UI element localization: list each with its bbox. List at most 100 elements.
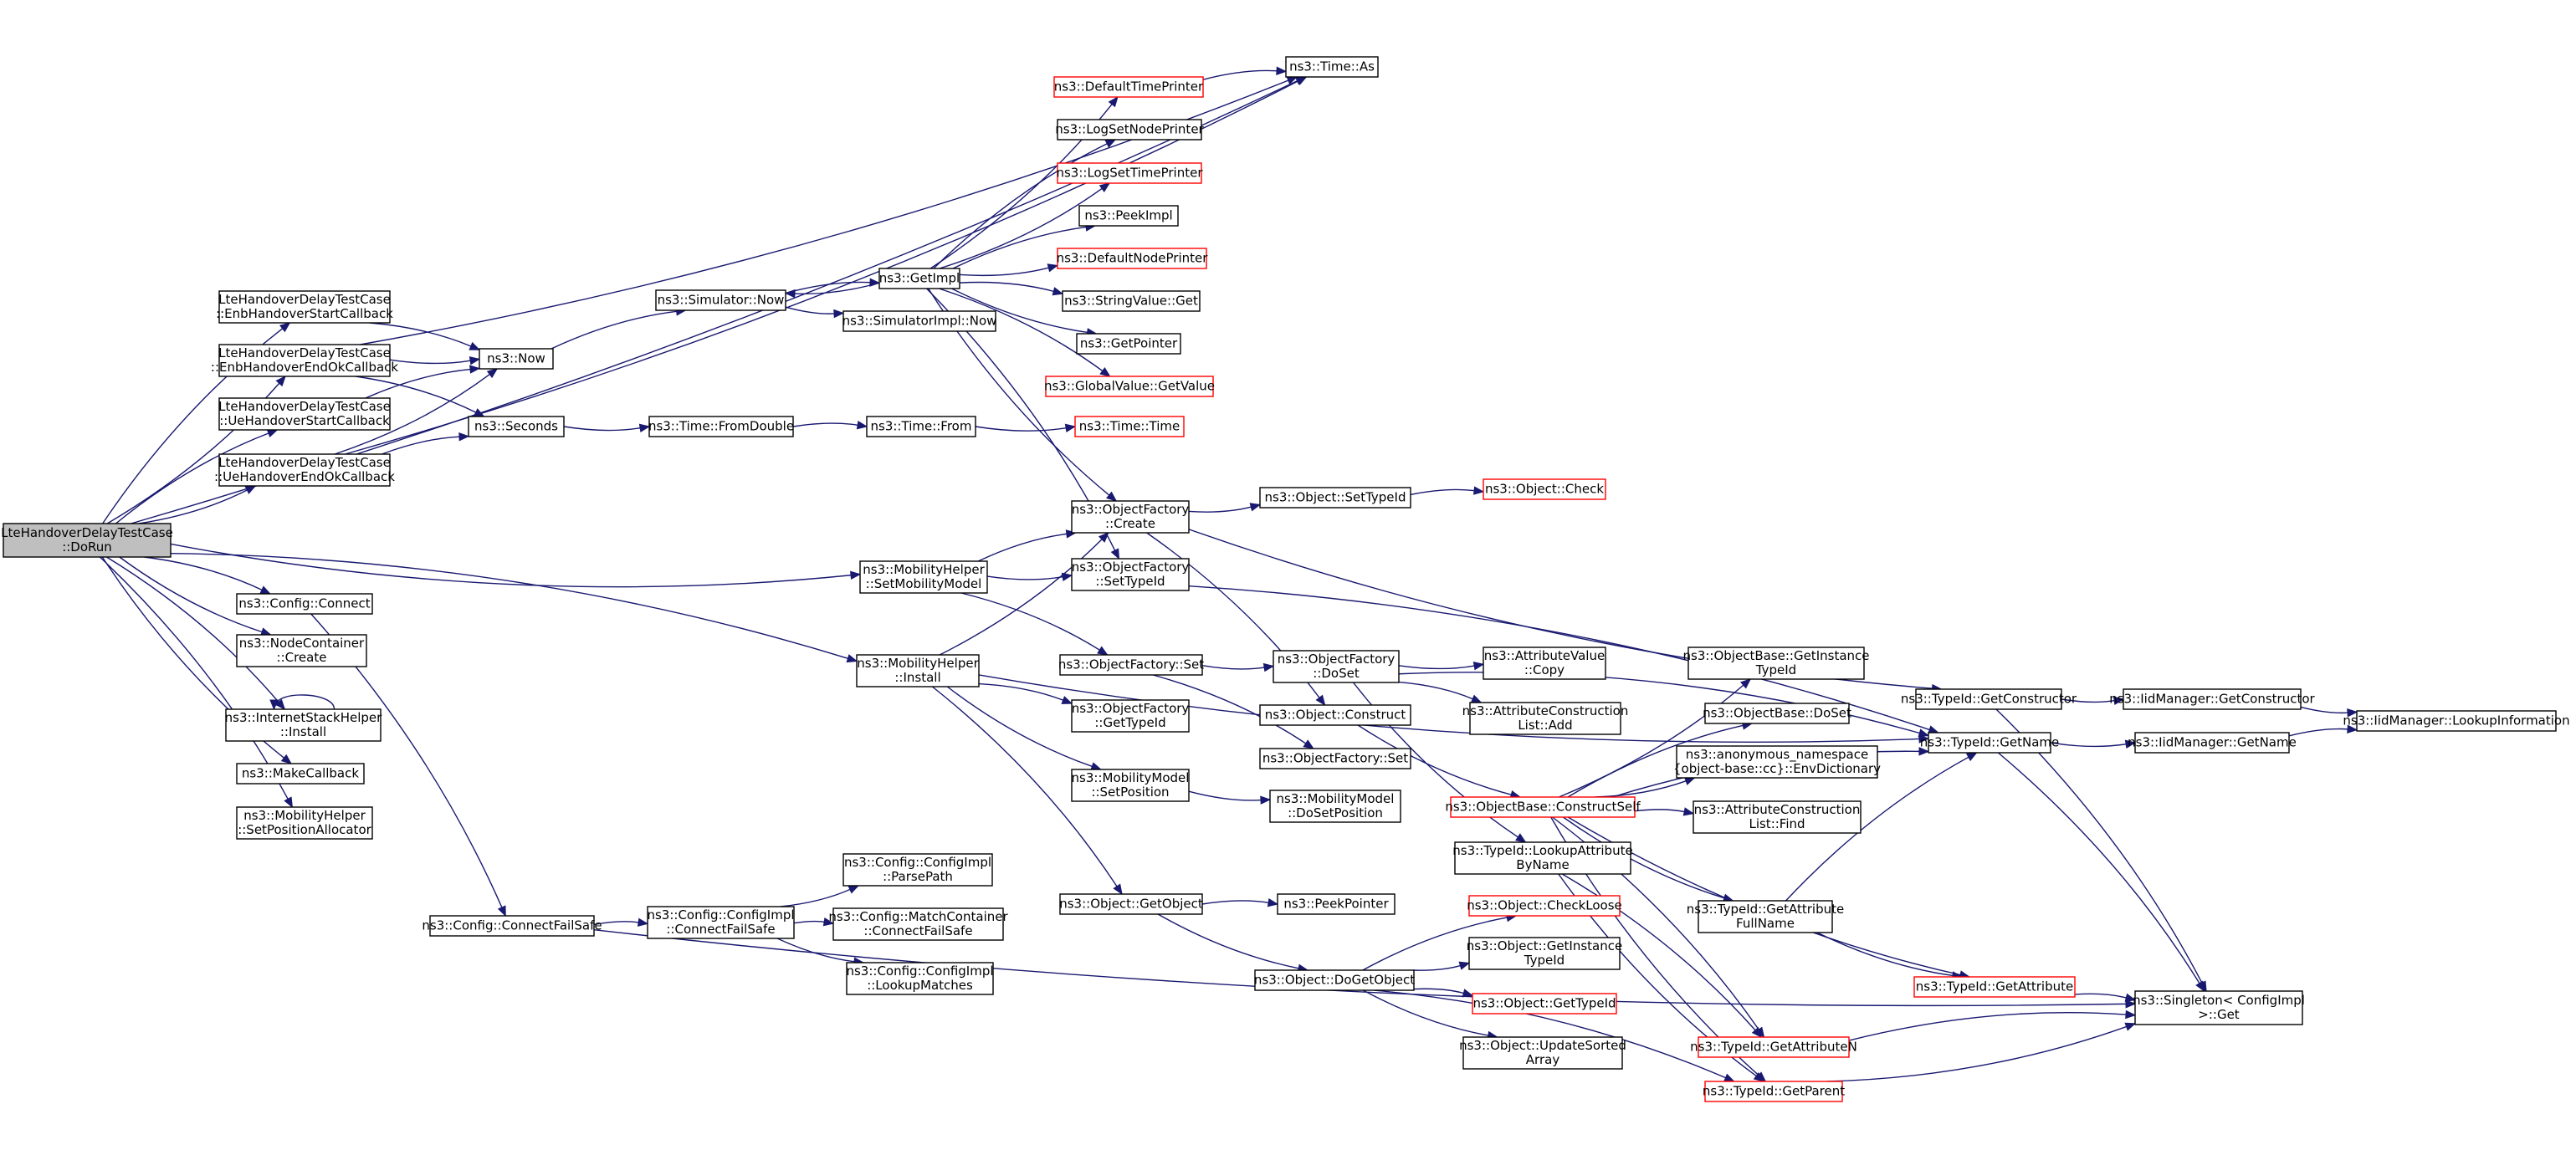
node-box bbox=[866, 416, 976, 437]
graph-node[interactable]: ns3::Time::As bbox=[1285, 56, 1379, 78]
edge-line bbox=[1357, 724, 1513, 796]
graph-node[interactable]: LteHandoverDelayTestCase::EnbHandoverEnd… bbox=[211, 344, 399, 377]
edge-line bbox=[952, 226, 1088, 269]
graph-node[interactable]: ns3::ObjectFactory::Set bbox=[1058, 654, 1204, 676]
graph-node[interactable]: ns3::Time::FromDouble bbox=[648, 416, 794, 437]
edge-arrowhead bbox=[1110, 548, 1120, 560]
graph-node[interactable]: ns3::ObjectFactory::GetTypeId bbox=[1071, 699, 1190, 733]
graph-node[interactable]: ns3::IidManager::LookupInformation bbox=[2343, 710, 2570, 732]
graph-node[interactable]: ns3::Object::DoGetObject bbox=[1254, 969, 1415, 991]
graph-node[interactable]: LteHandoverDelayTestCase::EnbHandoverSta… bbox=[216, 290, 393, 324]
graph-node[interactable]: ns3::Seconds bbox=[468, 416, 565, 437]
graph-node[interactable]: ns3::GlobalValue::GetValue bbox=[1044, 376, 1215, 397]
edge-arrowhead bbox=[784, 289, 796, 299]
graph-node[interactable]: ns3::Singleton< ConfigImpl>::Get bbox=[2133, 990, 2305, 1025]
graph-node[interactable]: ns3::Object::GetObject bbox=[1059, 893, 1203, 915]
edge-n15-n22 bbox=[793, 917, 835, 927]
graph-node[interactable]: ns3::ObjectBase::DoSet bbox=[1703, 703, 1851, 724]
graph-node[interactable]: ns3::ObjectFactory::Create bbox=[1071, 500, 1190, 534]
edge-arrowhead bbox=[856, 421, 868, 430]
graph-node[interactable]: ns3::LogSetNodePrinter bbox=[1055, 119, 1205, 141]
node-label: ns3::TypeId::GetName bbox=[1920, 735, 2059, 750]
node-box bbox=[1698, 900, 1833, 933]
graph-node[interactable]: ns3::MobilityHelper::SetPositionAllocato… bbox=[236, 806, 373, 840]
graph-node[interactable]: ns3::TypeId::GetAttributeN bbox=[1690, 1036, 1857, 1058]
graph-node[interactable]: ns3::LogSetTimePrinter bbox=[1056, 162, 1203, 184]
graph-node[interactable]: LteHandoverDelayTestCase::UeHandoverEndO… bbox=[214, 453, 395, 487]
graph-node[interactable]: ns3::Config::ConfigImpl::ConnectFailSafe bbox=[647, 906, 795, 939]
node-label: ns3::Config::ConfigImpl bbox=[844, 855, 991, 870]
graph-node[interactable]: ns3::PeekPointer bbox=[1277, 893, 1396, 915]
graph-node[interactable]: ns3::Config::ConfigImpl::ParsePath bbox=[842, 853, 993, 887]
edge-arrowhead bbox=[1249, 503, 1262, 512]
graph-node[interactable]: ns3::Config::ConfigImpl::LookupMatches bbox=[846, 962, 994, 995]
graph-node[interactable]: ns3::MobilityModel::DoSetPosition bbox=[1269, 790, 1401, 823]
graph-node[interactable]: ns3::DefaultTimePrinter bbox=[1053, 76, 1204, 98]
edge-arrowhead bbox=[1262, 662, 1275, 672]
edge-line bbox=[978, 674, 1921, 744]
graph-node[interactable]: ns3::NodeContainer::Create bbox=[236, 634, 367, 667]
graph-node[interactable]: ns3::StringValue::Get bbox=[1062, 290, 1201, 312]
graph-node[interactable]: ns3::SimulatorImpl::Now bbox=[842, 310, 997, 332]
graph-node[interactable]: ns3::TypeId::GetParent bbox=[1703, 1081, 1845, 1102]
graph-node[interactable]: ns3::DefaultNodePrinter bbox=[1057, 248, 1209, 269]
graph-node[interactable]: ns3::IidManager::GetConstructor bbox=[2109, 688, 2316, 710]
node-label: ::ConnectFailSafe bbox=[863, 923, 972, 938]
edge-line bbox=[975, 426, 1068, 432]
graph-node[interactable]: ns3::TypeId::GetName bbox=[1920, 732, 2059, 754]
graph-node[interactable]: ns3::Object::Check bbox=[1483, 478, 1606, 500]
graph-node[interactable]: ns3::AttributeValue::Copy bbox=[1483, 647, 1606, 680]
graph-node[interactable]: ns3::InternetStackHelper::Install bbox=[225, 708, 382, 742]
graph-node[interactable]: LteHandoverDelayTestCase::UeHandoverStar… bbox=[218, 397, 391, 431]
graph-node[interactable]: ns3::Now bbox=[479, 348, 554, 370]
graph-node[interactable]: ns3::GetImpl bbox=[878, 268, 960, 289]
graph-node[interactable]: ns3::GetPointer bbox=[1076, 333, 1181, 355]
graph-node[interactable]: ns3::Simulator::Now bbox=[655, 289, 786, 311]
graph-node[interactable]: ns3::ObjectFactory::Set bbox=[1259, 748, 1411, 769]
graph-node[interactable]: ns3::Object::SetTypeId bbox=[1259, 487, 1411, 509]
graph-node[interactable]: ns3::ObjectFactory::DoSet bbox=[1273, 650, 1400, 683]
graph-node[interactable]: ns3::ObjectFactory::SetTypeId bbox=[1071, 558, 1190, 591]
graph-node[interactable]: ns3::Config::Connect bbox=[236, 593, 373, 615]
edge-line bbox=[144, 556, 264, 591]
graph-node[interactable]: ns3::Config::MatchContainer::ConnectFail… bbox=[828, 907, 1008, 941]
graph-node[interactable]: ns3::TypeId::GetAttribute bbox=[1913, 976, 2076, 998]
graph-node[interactable]: LteHandoverDelayTestCase::DoRun bbox=[1, 523, 173, 558]
graph-node[interactable]: ns3::ObjectBase::ConstructSelf bbox=[1445, 796, 1641, 818]
edge-arrowhead bbox=[1276, 66, 1288, 75]
edge-line bbox=[1398, 665, 1476, 670]
graph-node[interactable]: ns3::TypeId::GetConstructor bbox=[1901, 688, 2077, 710]
graph-node[interactable]: ns3::Time::Time bbox=[1074, 416, 1185, 437]
graph-node[interactable]: ns3::Object::Construct bbox=[1259, 704, 1411, 726]
node-label: ns3::NodeContainer bbox=[239, 636, 365, 651]
edge-arrowhead bbox=[1753, 1071, 1765, 1082]
node-box bbox=[218, 344, 391, 377]
graph-node[interactable]: ns3::Config::ConnectFailSafe bbox=[422, 915, 602, 937]
graph-node[interactable]: ns3::Object::GetTypeId bbox=[1472, 993, 1617, 1015]
graph-node[interactable]: ns3::Time::From bbox=[866, 416, 976, 437]
node-box bbox=[1269, 790, 1401, 823]
graph-node[interactable]: ns3::MobilityHelper::SetMobilityModel bbox=[859, 560, 988, 594]
edge-n18-n28 bbox=[959, 263, 1059, 277]
graph-node[interactable]: ns3::MakeCallback bbox=[236, 763, 365, 785]
node-label: ns3::ObjectFactory bbox=[1278, 652, 1396, 667]
edge-n0-n17 bbox=[170, 553, 858, 663]
node-box bbox=[1045, 376, 1214, 397]
graph-node[interactable]: ns3::MobilityHelper::Install bbox=[856, 654, 980, 687]
node-box bbox=[1693, 800, 1862, 834]
graph-node[interactable]: ns3::MobilityModel::SetPosition bbox=[1071, 769, 1190, 802]
edge-arrowhead bbox=[469, 356, 481, 365]
graph-node[interactable]: ns3::IidManager::GetName bbox=[2128, 732, 2297, 754]
graph-node[interactable]: ns3::PeekImpl bbox=[1078, 205, 1179, 227]
edge-n63-n66 bbox=[2061, 696, 2125, 705]
node-label: ns3::AttributeConstruction bbox=[1694, 802, 1861, 817]
graph-node[interactable]: ns3::Object::CheckLoose bbox=[1467, 895, 1622, 917]
graph-node[interactable]: ns3::anonymous_namespace{object-base::cc… bbox=[1673, 745, 1881, 779]
